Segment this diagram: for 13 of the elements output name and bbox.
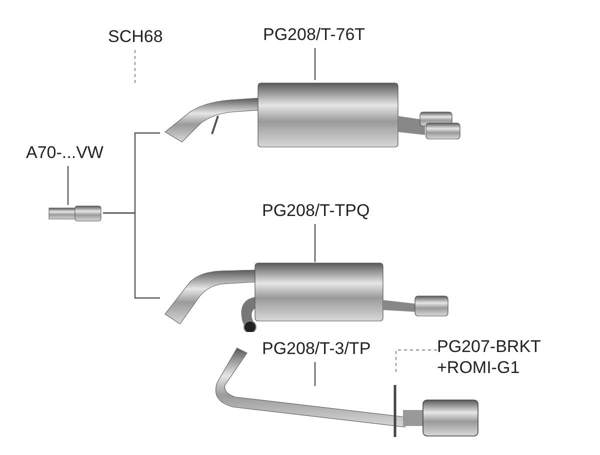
part-number: A70-...VW (26, 142, 116, 163)
part-number: PG208/T-3/TP (262, 338, 374, 359)
leader-line (314, 362, 316, 386)
leader-line (134, 50, 136, 86)
leader-line (395, 349, 437, 374)
part-number: SCH68 (108, 26, 168, 47)
leader-line (314, 48, 316, 80)
part-number: PG208/T-TPQ (262, 200, 374, 221)
part-number: PG207-BRKT +ROMI-G1 (437, 336, 547, 378)
leader-line (314, 224, 316, 262)
part-number: PG208/T-76T (263, 24, 373, 45)
bracket-connector (103, 212, 160, 299)
leader-line (67, 166, 69, 205)
